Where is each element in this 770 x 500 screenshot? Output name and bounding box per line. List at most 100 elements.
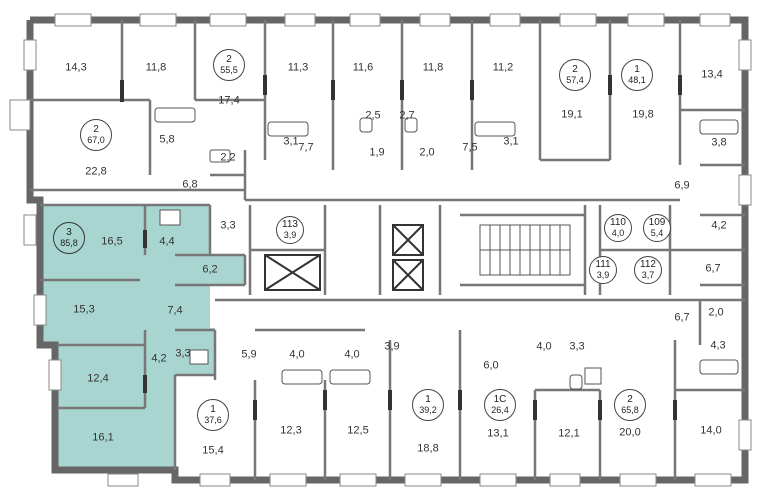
room-area-label: 22,8 xyxy=(85,165,107,178)
apartment-badge[interactable]: 1 48,1 xyxy=(621,59,653,91)
room-area-label: 3,9 xyxy=(384,340,400,353)
room-area-label: 16,1 xyxy=(92,431,114,444)
room-area-label: 3,8 xyxy=(711,136,727,149)
room-area-label: 14,0 xyxy=(700,424,722,437)
room-area-label: 19,1 xyxy=(561,108,583,121)
service-room-area: 3,7 xyxy=(641,270,655,280)
room-area-label: 11,6 xyxy=(352,61,374,74)
room-area-label: 3,1 xyxy=(283,135,299,148)
apartment-number: 1 xyxy=(425,394,431,405)
room-area-label: 11,3 xyxy=(287,61,309,74)
room-area-label: 18,8 xyxy=(417,442,439,455)
room-area-label: 2,0 xyxy=(419,146,435,159)
room-area-label: 12,3 xyxy=(280,424,302,437)
apartment-badge[interactable]: 1С 26,4 xyxy=(484,389,516,421)
apartment-area: 48,1 xyxy=(628,75,646,85)
apartment-area: 26,4 xyxy=(491,405,509,415)
room-area-label: 4,0 xyxy=(344,348,360,361)
service-room-area: 3,9 xyxy=(283,230,297,240)
service-room-number: 110 xyxy=(610,217,626,228)
room-area-label: 7,4 xyxy=(167,304,183,317)
room-area-label: 12,1 xyxy=(558,427,580,440)
room-area-label: 14,3 xyxy=(65,61,87,74)
room-area-label: 4,3 xyxy=(710,339,726,352)
apartment-number: 2 xyxy=(226,54,232,65)
room-area-label: 20,0 xyxy=(619,426,641,439)
room-area-label: 11,8 xyxy=(145,61,167,74)
room-area-label: 7,5 xyxy=(462,141,478,154)
apartment-badge[interactable]: 2 57,4 xyxy=(559,59,591,91)
room-area-label: 11,2 xyxy=(492,61,514,74)
room-area-label: 19,8 xyxy=(632,108,654,121)
apartment-number: 3 xyxy=(66,227,72,238)
bathroom-fixtures xyxy=(154,107,739,390)
service-room-badge: 109 5,4 xyxy=(643,214,671,242)
service-room-badge: 111 3,9 xyxy=(589,256,617,284)
apartment-number: 1 xyxy=(210,404,216,415)
service-room-badge: 113 3,9 xyxy=(276,216,304,244)
room-area-label: 13,4 xyxy=(701,68,723,81)
service-room-area: 3,9 xyxy=(596,270,610,280)
room-area-label: 4,0 xyxy=(289,348,305,361)
highlighted-apartment[interactable] xyxy=(40,205,245,470)
room-area-label: 3,3 xyxy=(220,219,236,232)
apartment-badge[interactable]: 2 67,0 xyxy=(80,119,112,151)
elevators xyxy=(264,224,424,291)
room-area-label: 6,0 xyxy=(483,359,499,372)
service-room-badge: 110 4,0 xyxy=(604,214,632,242)
apartment-area: 39,2 xyxy=(419,405,437,415)
apartment-area: 55,5 xyxy=(220,65,238,75)
room-area-label: 4,4 xyxy=(159,235,175,248)
wall-accents xyxy=(120,75,682,420)
room-area-label: 7,7 xyxy=(298,141,314,154)
outer-walls xyxy=(26,16,749,484)
staircase xyxy=(479,224,571,276)
apartment-badge[interactable]: 2 65,8 xyxy=(614,389,646,421)
room-area-label: 12,4 xyxy=(87,372,109,385)
apartment-badge[interactable]: 1 37,6 xyxy=(197,399,229,431)
apartment-number: 2 xyxy=(93,124,99,135)
room-area-label: 4,2 xyxy=(151,352,167,365)
apartment-area: 85,8 xyxy=(60,238,78,248)
room-area-label: 15,3 xyxy=(73,303,95,316)
room-area-label: 1,9 xyxy=(369,146,385,159)
room-area-label: 5,9 xyxy=(241,348,257,361)
room-area-label: 2,2 xyxy=(220,151,236,164)
room-area-label: 3,3 xyxy=(569,340,585,353)
service-room-area: 5,4 xyxy=(650,228,664,238)
room-area-label: 11,8 xyxy=(422,61,444,74)
service-room-number: 113 xyxy=(282,219,298,230)
room-area-label: 2,5 xyxy=(365,109,381,122)
service-room-badge: 112 3,7 xyxy=(634,256,662,284)
room-area-label: 15,4 xyxy=(202,444,224,457)
apartment-number: 2 xyxy=(627,394,633,405)
room-area-label: 6,2 xyxy=(202,263,218,276)
room-area-label: 4,2 xyxy=(711,219,727,232)
apartment-badge[interactable]: 2 55,5 xyxy=(213,49,245,81)
room-area-label: 6,8 xyxy=(182,178,198,191)
apartment-area: 37,6 xyxy=(204,415,222,425)
room-area-label: 12,5 xyxy=(347,424,369,437)
room-area-label: 5,8 xyxy=(159,133,175,146)
apartment-badge-highlighted[interactable]: 3 85,8 xyxy=(53,222,85,254)
room-area-label: 2,0 xyxy=(708,306,724,319)
service-room-number: 109 xyxy=(648,217,666,228)
room-area-label: 13,1 xyxy=(487,427,509,440)
room-area-label: 3,3 xyxy=(175,347,191,360)
room-area-label: 6,7 xyxy=(674,311,690,324)
room-area-label: 4,0 xyxy=(536,340,552,353)
room-area-label: 6,9 xyxy=(674,179,690,192)
apartment-number: 2 xyxy=(572,64,578,75)
windows xyxy=(9,13,752,487)
room-area-label: 16,5 xyxy=(101,235,123,248)
service-room-number: 111 xyxy=(595,259,611,270)
room-area-label: 6,7 xyxy=(705,262,721,275)
apartment-number: 1 xyxy=(634,64,640,75)
apartment-badge[interactable]: 1 39,2 xyxy=(412,389,444,421)
room-area-label: 17,4 xyxy=(218,94,240,107)
service-room-number: 112 xyxy=(640,259,656,270)
apartment-area: 67,0 xyxy=(87,135,105,145)
service-room-area: 4,0 xyxy=(611,228,625,238)
apartment-area: 57,4 xyxy=(566,75,584,85)
